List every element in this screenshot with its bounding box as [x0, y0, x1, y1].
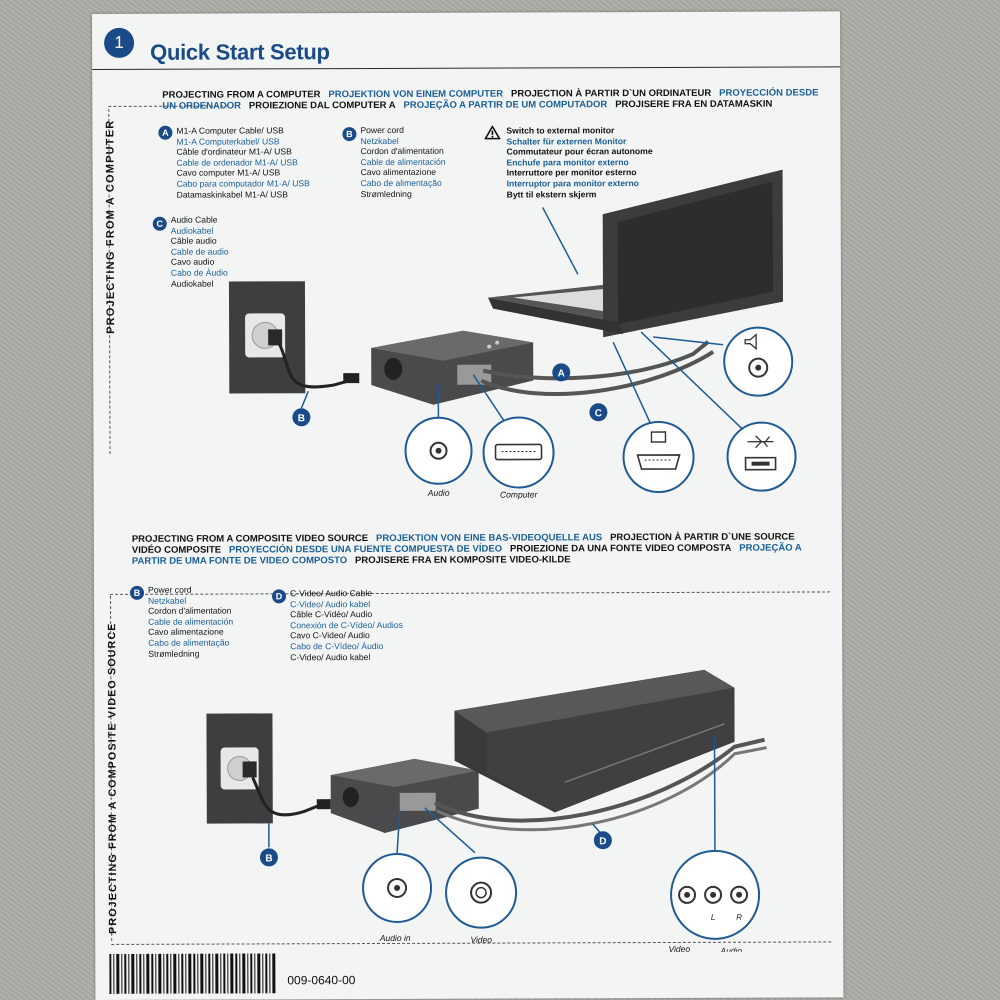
barcode	[109, 953, 276, 994]
languages-video: PROJECTING FROM A COMPOSITE VIDEO SOURCE…	[132, 532, 802, 567]
rca-jacks-icon: L R	[670, 849, 761, 940]
callout-audio-in: Audio in	[379, 933, 411, 943]
leader-vga	[612, 341, 655, 431]
power-cable-2	[251, 776, 326, 817]
usb-icon	[747, 435, 774, 449]
projector-icon-2	[330, 758, 479, 833]
callout-badge-b-2: B	[259, 848, 278, 867]
callout-badge-d: D	[593, 831, 612, 850]
callout-audio-bottom: Audio	[719, 946, 742, 954]
wall-outlet-icon-2	[206, 713, 273, 824]
leader-speaker	[653, 336, 724, 346]
power-cable	[277, 342, 356, 389]
lang2-en: PROJECTING FROM A COMPOSITE VIDEO SOURCE	[131, 533, 369, 545]
leader-power	[300, 390, 310, 409]
monitor-icon	[650, 431, 667, 443]
leader-d	[592, 823, 601, 833]
speaker-icon	[744, 333, 757, 351]
svg-text:B: B	[298, 413, 305, 424]
cvideo-cable-d	[433, 737, 765, 823]
callout-badge-b: B	[292, 408, 311, 427]
svg-text:B: B	[265, 853, 272, 864]
lang2-de: PROJEKTION VON EINE BAS-VIDEOQUELLE AUS	[376, 532, 603, 545]
power-plug-2	[316, 799, 331, 810]
usb-port-icon	[744, 456, 777, 471]
part-number: 009-0640-00	[287, 973, 356, 988]
audio-in-jack-icon	[362, 852, 433, 923]
callout-badge-a: A	[552, 363, 571, 382]
audio-jack-icon	[404, 416, 473, 485]
diagram-computer-setup: A C B	[228, 169, 797, 500]
video-jack-icon	[445, 856, 518, 929]
audio-cable-c	[480, 350, 715, 396]
diagram-video-setup: B D L R Audio in Video Video Audio	[206, 669, 767, 954]
svg-text:C: C	[595, 408, 602, 419]
projector-icon	[371, 330, 534, 405]
computer-cable-a	[482, 340, 710, 381]
laptop-icon	[487, 169, 784, 338]
quick-start-card: 1 Quick Start Setup PROJECTING FROM A CO…	[92, 11, 844, 1000]
leader-audio-in	[396, 810, 401, 855]
svg-text:D: D	[599, 836, 606, 847]
label-r: R	[736, 913, 742, 922]
usb-port-circle	[726, 421, 797, 492]
callout-audio: Audio	[427, 488, 450, 498]
badge-d: D	[272, 589, 287, 604]
video-source-device-icon	[454, 669, 735, 813]
svg-text:A: A	[558, 368, 565, 379]
badge-b-video: B	[129, 585, 145, 600]
lang2-it: PROIEZIONE DA UNA FONTE VIDEO COMPOSTA	[509, 542, 732, 555]
speaker-port-icon	[723, 326, 794, 397]
leader-usb	[640, 331, 755, 441]
leader-video	[424, 807, 476, 854]
vga-port-icon	[622, 421, 695, 494]
leader-switch-monitor	[542, 207, 579, 275]
callout-badge-c: C	[589, 403, 608, 422]
list-power-cord-video: Power cord Netzkabel Cordon d'alimentati…	[147, 584, 234, 659]
label-l: L	[711, 913, 715, 922]
callout-computer: Computer	[500, 489, 539, 499]
power-plug	[343, 373, 360, 384]
dvi-port-icon	[482, 416, 555, 489]
list-cvideo-cable: C-Video/ Audio Cable C-Video/ Audio kabe…	[290, 588, 403, 662]
lang2-no: PROJISERE FRA EN KOMPOSITE VIDEO-KILDE	[354, 554, 571, 567]
callout-video-bottom: Video	[668, 944, 690, 954]
callout-video: Video	[470, 935, 492, 945]
warning-triangle-icon	[484, 125, 501, 140]
wall-outlet-icon	[228, 281, 306, 394]
